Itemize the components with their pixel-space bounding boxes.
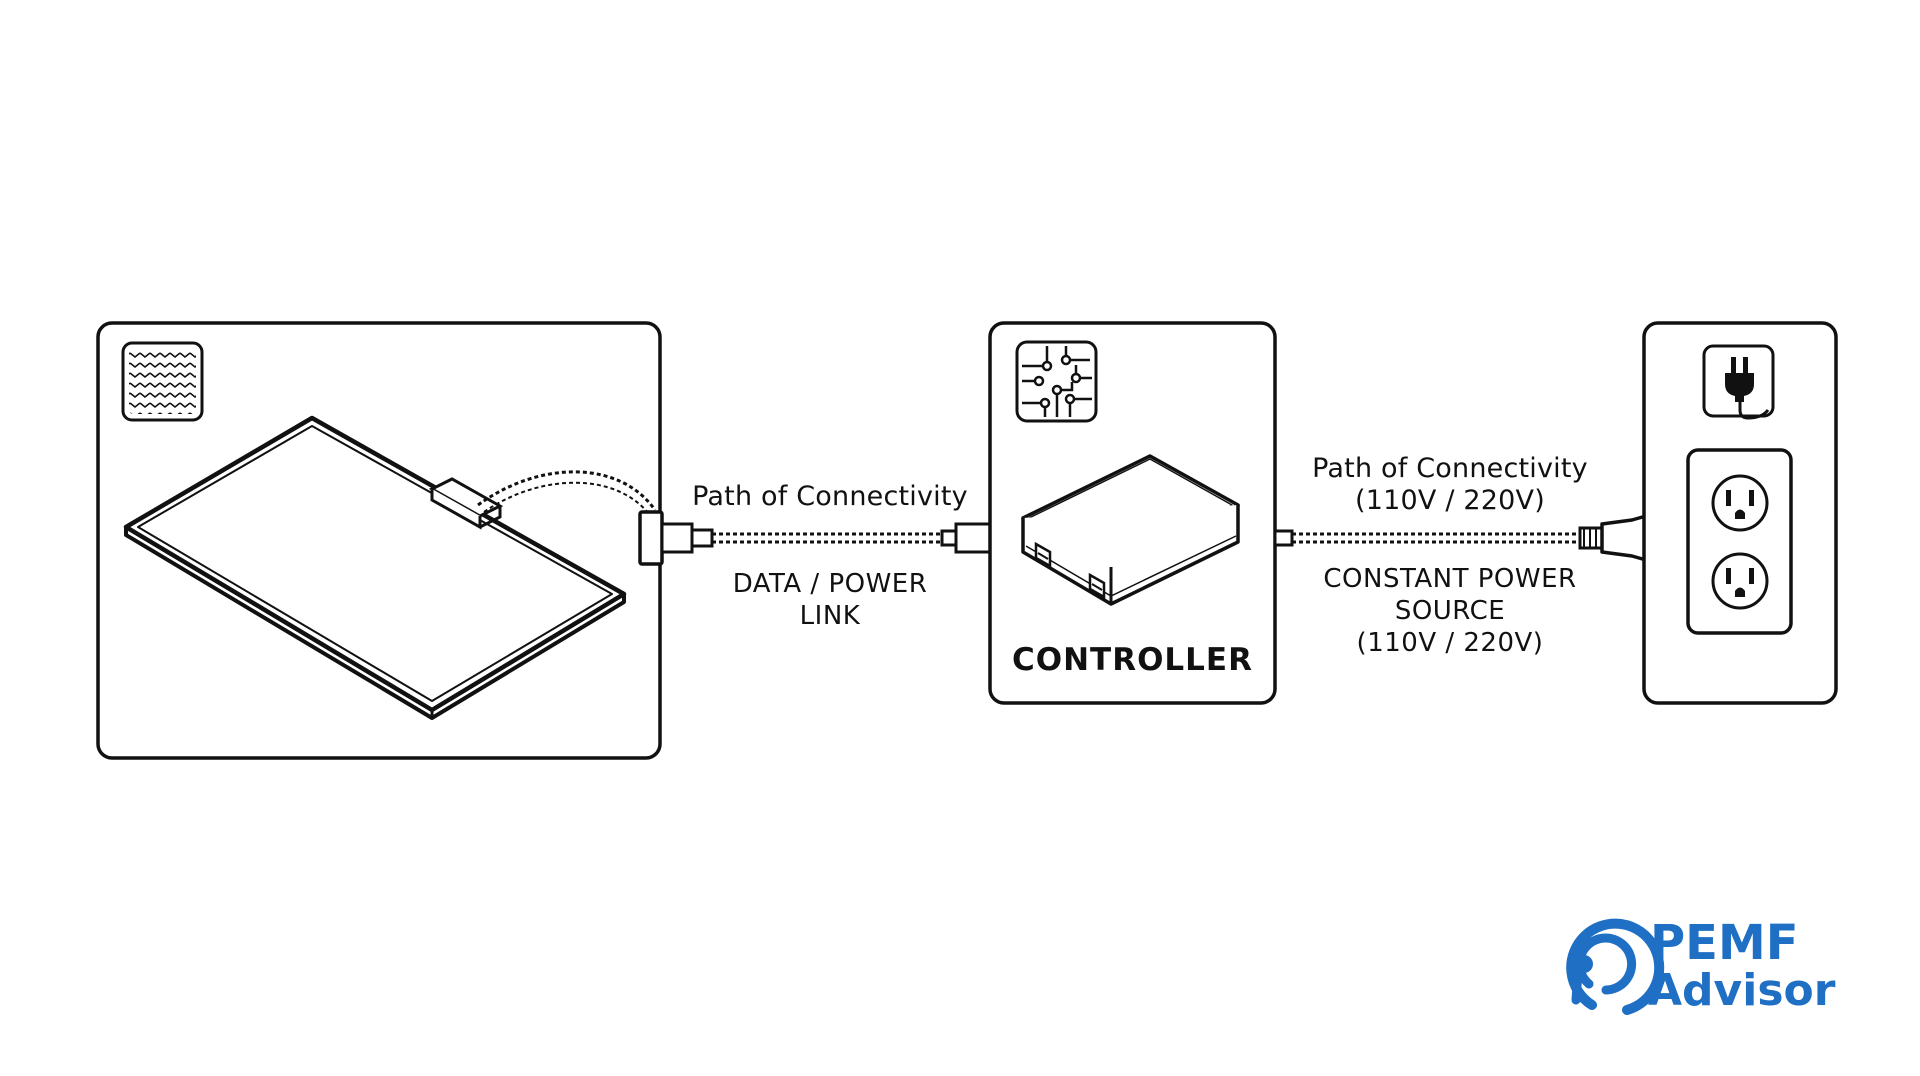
outlet-socket bbox=[1711, 552, 1769, 610]
mat-connector-box bbox=[428, 477, 504, 530]
constant-power-line: CONSTANT POWER bbox=[1323, 564, 1577, 594]
wall-outlet bbox=[1686, 448, 1793, 635]
controller-output-connector bbox=[1273, 529, 1294, 547]
woven-texture-icon bbox=[121, 341, 204, 422]
controller-device bbox=[1021, 454, 1240, 606]
data-power-link-label: DATA / POWER LINK bbox=[680, 568, 980, 632]
controller-panel bbox=[988, 321, 1277, 705]
link-line: LINK bbox=[799, 601, 861, 631]
pemf-advisor-logo-icon bbox=[1566, 918, 1665, 1015]
circuit-chip-icon bbox=[1015, 340, 1098, 423]
mat-panel bbox=[96, 321, 662, 760]
outlet-socket bbox=[1711, 474, 1769, 532]
usb-port-icon bbox=[1034, 541, 1052, 569]
power-cable bbox=[1292, 532, 1580, 544]
voltage-line: (110V / 220V) bbox=[1355, 485, 1545, 516]
logo-text-pemf: PEMF bbox=[1650, 915, 1799, 971]
path-right-line: Path of Connectivity bbox=[1312, 453, 1588, 484]
plug-icon bbox=[1702, 344, 1775, 420]
path-of-connectivity-label-right: Path of Connectivity (110V / 220V) bbox=[1300, 453, 1600, 517]
data-power-cable bbox=[712, 532, 942, 544]
controller-label: CONTROLLER bbox=[1012, 642, 1253, 678]
data-power-line: DATA / POWER bbox=[732, 569, 928, 599]
logo-text-advisor: Advisor bbox=[1648, 965, 1836, 1016]
controller-input-connector bbox=[940, 522, 992, 554]
mat-output-connector bbox=[638, 510, 714, 566]
path-of-connectivity-label-left: Path of Connectivity bbox=[692, 481, 968, 512]
constant-power-source-label: CONSTANT POWER SOURCE (110V / 220V) bbox=[1300, 563, 1600, 659]
mat-cable-dotted bbox=[477, 470, 657, 511]
outlet-panel bbox=[1642, 321, 1838, 705]
source-voltage-line: (110V / 220V) bbox=[1356, 628, 1544, 658]
source-line: SOURCE bbox=[1394, 596, 1506, 626]
usb-port-icon bbox=[1088, 572, 1106, 600]
pemf-mat bbox=[123, 415, 627, 720]
